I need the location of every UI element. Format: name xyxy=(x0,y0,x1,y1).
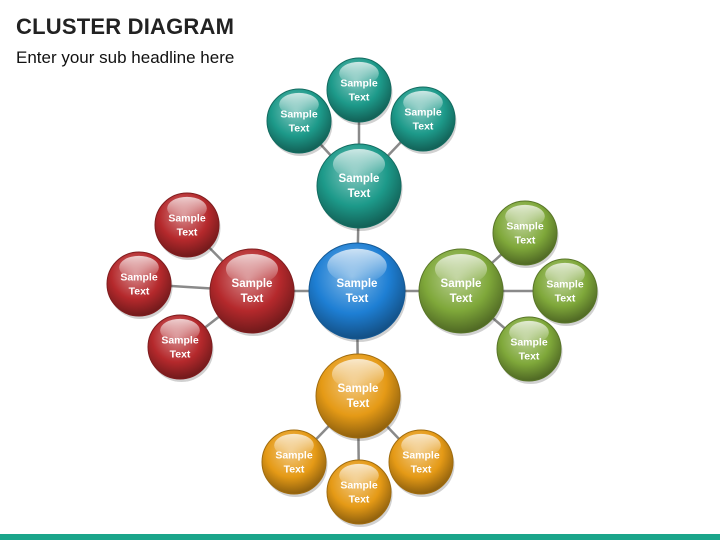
page-subtitle: Enter your sub headline here xyxy=(16,48,235,67)
right-hub-node-highlight xyxy=(434,254,488,285)
left-hub-node-highlight xyxy=(225,254,279,285)
top-leaf-node-3-highlight xyxy=(403,90,443,114)
right-leaf-node-3-highlight xyxy=(509,320,549,344)
top-leaf-node-2-highlight xyxy=(339,61,379,85)
left-leaf-node-2-highlight xyxy=(119,255,159,279)
left-leaf-node-1-highlight xyxy=(167,196,207,220)
top-hub-node-highlight xyxy=(332,149,386,180)
bottom-hub-node-highlight xyxy=(331,359,385,390)
right-leaf-node-2-highlight xyxy=(545,262,585,286)
bottom-accent-bar xyxy=(0,534,720,540)
right-leaf-node-1-highlight xyxy=(505,204,545,228)
top-leaf-node-1-highlight xyxy=(279,92,319,116)
bottom-leaf-node-2-highlight xyxy=(339,463,379,487)
left-leaf-node-3-highlight xyxy=(160,318,200,342)
bottom-leaf-node-3-highlight xyxy=(401,433,441,457)
page-title: CLUSTER DIAGRAM xyxy=(16,14,235,39)
bottom-leaf-node-1-highlight xyxy=(274,433,314,457)
center-node-highlight xyxy=(327,248,387,284)
